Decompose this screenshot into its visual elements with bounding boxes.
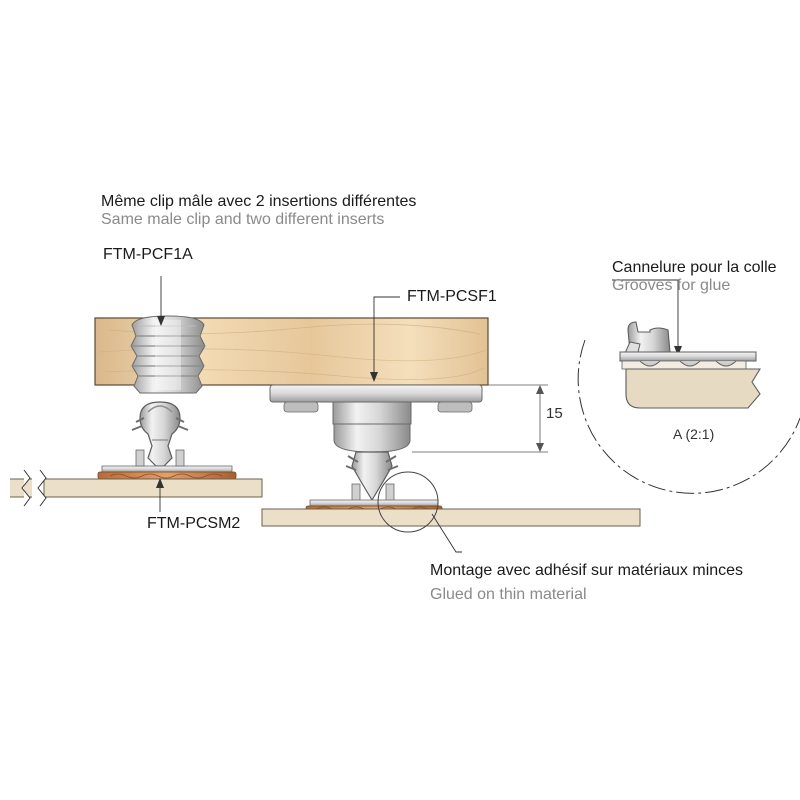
insert-pcf1a [130,315,206,394]
grooves-label-english: Grooves for glue [612,277,731,294]
label-ftm-pcsm2: FTM-PCSM2 [147,515,241,532]
male-clip-right [305,451,443,513]
label-ftm-pcf1a: FTM-PCF1A [103,246,193,263]
thin-panel-left [10,469,263,507]
leader-lines [156,276,682,553]
detail-view-a [577,321,800,494]
grooves-label-french: Cannelure pour la colle [612,259,777,276]
thin-material-label-french: Montage avec adhésif sur matériaux mince… [430,562,744,579]
male-clip-left [97,401,237,480]
detail-marker-circle [377,471,439,533]
detail-scale-label: A (2:1) [673,426,715,442]
dimension-line [412,384,548,453]
label-ftm-pcsf1: FTM-PCSF1 [407,288,497,305]
title-french: Même clip mâle avec 2 insertions différe… [101,193,417,210]
insert-pcsf1 [269,384,483,453]
thin-panel-right [261,508,641,527]
thin-material-label-english: Glued on thin material [430,586,587,603]
title-english: Same male clip and two different inserts [101,211,385,228]
dimension-value: 15 [546,405,563,422]
